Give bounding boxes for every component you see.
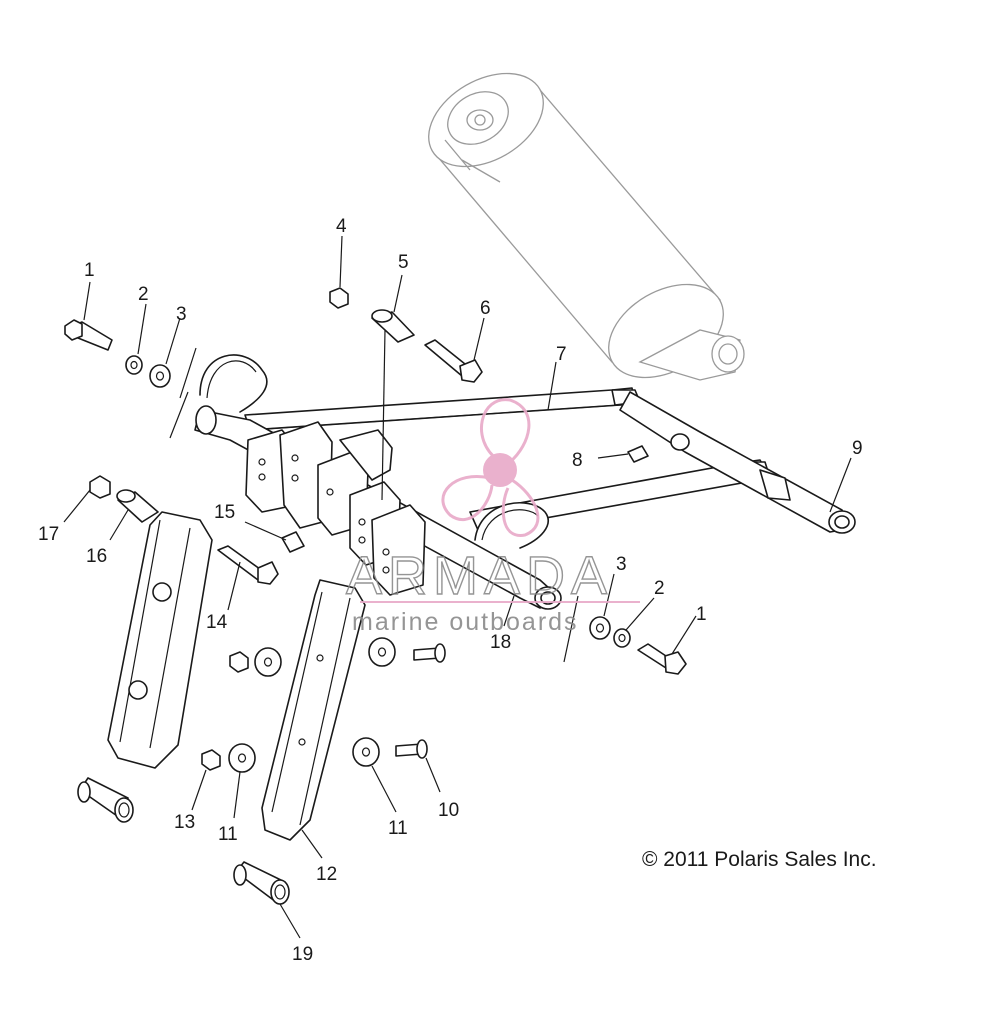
callout-11-right: 11: [388, 818, 408, 839]
callout-15: 15: [214, 502, 235, 523]
callout-16: 16: [86, 546, 107, 567]
callout-8: 8: [572, 450, 583, 471]
callout-19: 19: [292, 944, 313, 965]
watermark: ARMADA marine outboards: [345, 398, 640, 636]
callout-1-right: 1: [696, 604, 707, 625]
upper-rail-7: [244, 387, 641, 431]
mounting-brackets: [245, 421, 426, 596]
loop-handle-right: [474, 502, 549, 549]
loop-handle-left: [199, 354, 268, 413]
callout-10: 10: [438, 800, 459, 821]
callout-12: 12: [316, 864, 337, 885]
callout-17: 17: [38, 524, 59, 545]
callout-4: 4: [336, 216, 347, 237]
link-arm-left: [107, 511, 213, 769]
rear-cross-shaft: [619, 391, 856, 534]
callout-6: 6: [480, 298, 491, 319]
callout-13: 13: [174, 812, 195, 833]
callout-2-right: 2: [654, 578, 665, 599]
watermark-brand: ARMADA: [346, 546, 613, 606]
callout-7: 7: [556, 344, 567, 365]
callout-1: 1: [84, 260, 95, 281]
watermark-tagline: marine outboards: [352, 608, 579, 636]
link-arm-12: [261, 579, 366, 841]
propeller-logo: [441, 398, 540, 537]
callout-5: 5: [398, 252, 409, 273]
callout-3-right: 3: [616, 554, 627, 575]
leader-lines: [63, 235, 852, 939]
copyright-notice: © 2011 Polaris Sales Inc.: [642, 848, 877, 871]
callout-18: 18: [490, 632, 511, 653]
callout-14: 14: [206, 612, 228, 633]
shock-absorber: [428, 72, 745, 381]
callout-2: 2: [138, 284, 149, 305]
callout-11-left: 11: [218, 824, 238, 845]
callout-9: 9: [852, 438, 863, 459]
hardware: [64, 287, 687, 905]
callout-3: 3: [176, 304, 187, 325]
callout-labels: 1 2 3 4 5 6 7 8 9 17 16 15 14 3 2 1 18 1…: [38, 216, 863, 965]
